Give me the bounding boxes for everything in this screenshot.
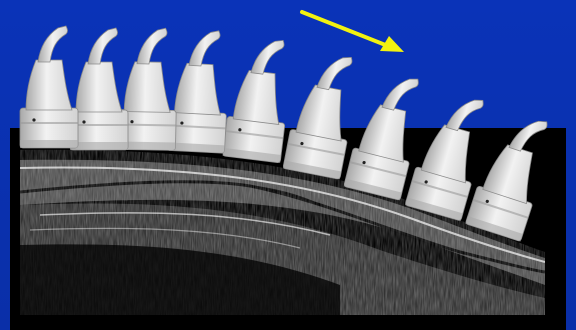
figure-stage [0, 0, 576, 330]
ultrasound-probe-sweep-illustration [0, 0, 576, 330]
